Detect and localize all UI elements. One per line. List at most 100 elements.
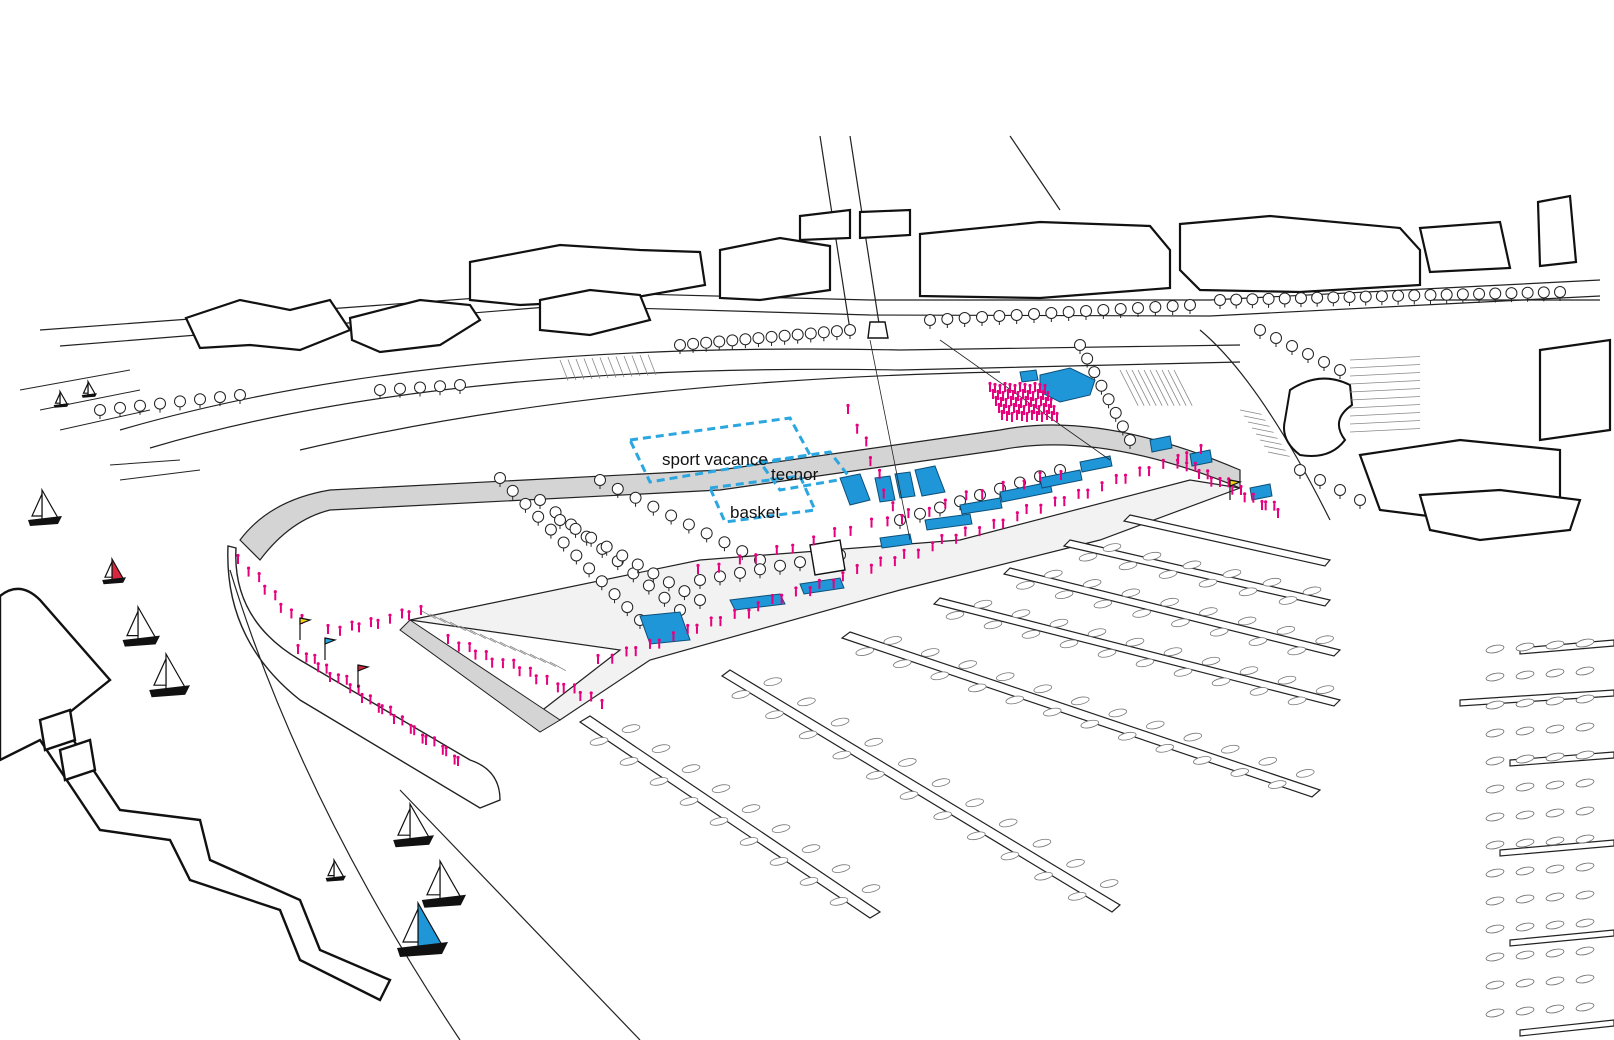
pedestrian-icon (1185, 461, 1189, 472)
pedestrian-icon (1019, 397, 1023, 408)
pedestrian-icon (1206, 469, 1210, 480)
moored-boat-icon (1155, 744, 1174, 753)
pedestrian-icon (1114, 473, 1118, 484)
moored-boat-icon (1515, 894, 1535, 904)
moored-boat-icon (1016, 580, 1035, 590)
tree-icon (713, 335, 726, 351)
moored-boat-icon (1545, 864, 1565, 874)
pedestrian-icon (717, 562, 721, 573)
moored-boat-icon (1268, 780, 1287, 789)
pedestrian-icon (879, 556, 883, 567)
moored-boat-icon (866, 770, 885, 780)
sport-zones (627, 416, 853, 524)
pedestrian-icon (1025, 411, 1029, 422)
pedestrian-icon (1018, 381, 1022, 392)
tree-icon (1440, 288, 1453, 304)
tree-icon (1354, 494, 1366, 509)
breakwater (0, 587, 392, 1002)
tree-icon (778, 329, 791, 345)
pedestrian-icon (473, 649, 478, 660)
tree-icon (958, 312, 971, 327)
pedestrian-icon (376, 618, 380, 629)
tree-icon (700, 336, 713, 352)
moored-boat-icon (771, 824, 791, 833)
moored-boat-icon (1515, 922, 1535, 932)
tree-icon (1270, 332, 1282, 347)
tree-icon (674, 339, 686, 354)
pedestrian-icon (833, 527, 837, 538)
pedestrian-icon (999, 396, 1003, 407)
pedestrian-icon (733, 608, 737, 619)
moored-boat-icon (1211, 677, 1231, 687)
flags (299, 479, 1243, 688)
pedestrian-icon (279, 602, 283, 613)
pedestrian-icon (257, 572, 261, 583)
pedestrian-icon (419, 604, 423, 615)
tree-icon (1230, 293, 1243, 309)
pedestrian-icon (841, 571, 845, 582)
pedestrian-icon (1038, 382, 1042, 393)
pedestrian-icon (940, 533, 944, 544)
tree-icon (658, 591, 671, 607)
tree-icon (519, 497, 532, 513)
pedestrian-icon (927, 506, 931, 517)
tree-icon (1010, 309, 1023, 324)
sailboat-icon (149, 651, 190, 698)
moored-boat-icon (1135, 658, 1155, 668)
moored-boat-icon (801, 844, 821, 853)
moored-boat-icon (1575, 750, 1595, 760)
tree-icon (804, 327, 817, 343)
tree-icon (662, 576, 675, 592)
tree-icon (924, 314, 936, 329)
pedestrian-icon (412, 725, 416, 736)
moored-boat-icon (931, 778, 951, 787)
tree-icon (1246, 293, 1259, 309)
moored-boat-icon (855, 647, 874, 656)
moored-boat-icon (709, 817, 729, 826)
moored-boat-icon (898, 758, 917, 767)
pedestrian-icon (1036, 388, 1040, 399)
pedestrian-icon (289, 608, 294, 619)
tree-icon (494, 472, 506, 487)
tree-icon (1132, 302, 1144, 317)
pedestrian-icon (1006, 388, 1010, 399)
moored-boat-icon (967, 831, 986, 841)
moored-boat-icon (1515, 838, 1535, 848)
tree-icon (134, 399, 146, 415)
tree-icon (1392, 289, 1405, 305)
pedestrian-icon (1197, 468, 1201, 479)
pedestrian-icon (718, 616, 723, 627)
pedestrian-icon (1001, 518, 1005, 529)
tree-icon (941, 313, 954, 328)
zone-label-basket: basket (730, 503, 780, 522)
pedestrian-icon (832, 578, 836, 589)
moored-boat-icon (619, 757, 639, 766)
pedestrian-icon (1023, 382, 1027, 393)
moored-boat-icon (1160, 597, 1179, 607)
moored-boat-icon (1485, 700, 1505, 710)
moored-boat-icon (1198, 578, 1218, 588)
moored-boat-icon (1485, 784, 1505, 794)
moored-boat-icon (1515, 698, 1535, 708)
moored-boat-icon (1485, 672, 1505, 682)
pedestrian-icon (624, 646, 629, 657)
tree-icon (1456, 288, 1469, 304)
pedestrian-icon (407, 610, 411, 621)
moored-boat-icon (1011, 609, 1031, 618)
pedestrian-icon (1033, 381, 1037, 392)
moored-boat-icon (1182, 560, 1202, 570)
moored-boat-icon (864, 737, 883, 747)
moored-boat-icon (1248, 637, 1268, 646)
moored-boat-icon (1575, 666, 1595, 676)
pedestrian-icon (1004, 397, 1008, 408)
pedestrian-icon (964, 490, 968, 501)
tree-icon (1081, 352, 1094, 368)
tree-icon (794, 556, 806, 572)
moored-boat-icon (1485, 896, 1505, 906)
moored-boat-icon (861, 884, 881, 893)
tree-icon (1149, 301, 1162, 316)
pedestrian-icon (1012, 402, 1016, 413)
pedestrian-icon (610, 653, 614, 664)
tree-icon (534, 494, 546, 509)
pedestrian-icon (441, 744, 445, 755)
